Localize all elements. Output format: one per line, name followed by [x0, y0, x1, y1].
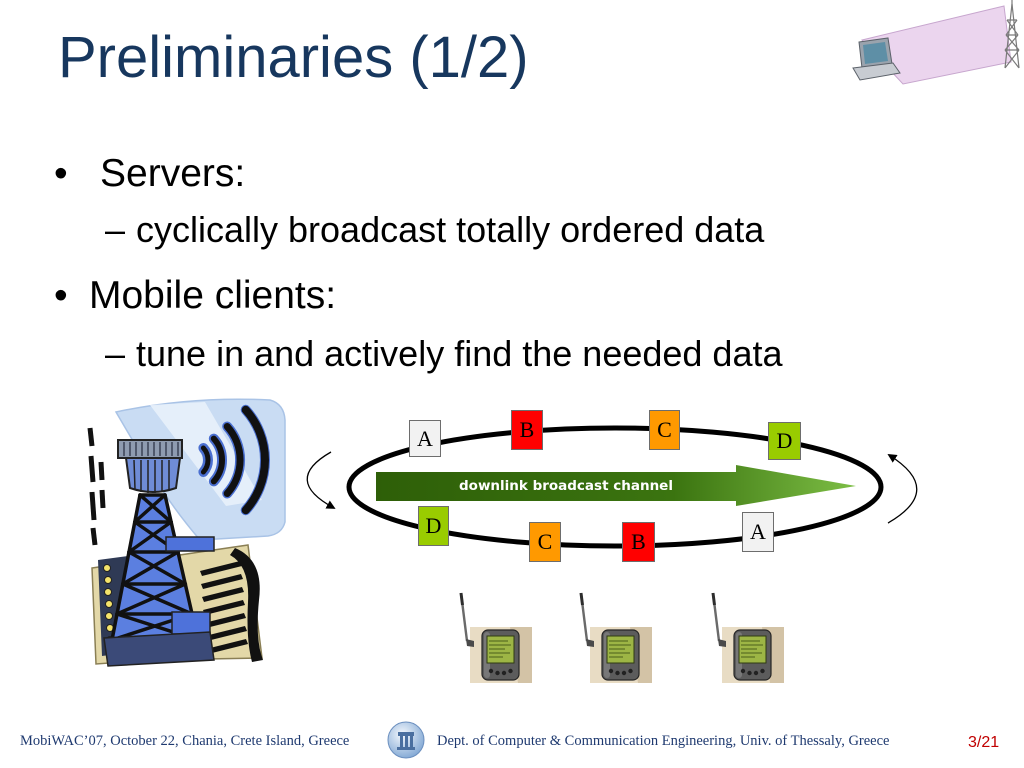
rotation-arrow-right: [887, 454, 918, 524]
antenna-head: [117, 439, 183, 493]
channel-label: downlink broadcast channel: [459, 478, 673, 494]
pda-icon: [459, 591, 533, 683]
subbullet-marker: –: [105, 209, 126, 250]
packet-label: D: [776, 428, 793, 453]
laptop-icon: [852, 37, 901, 81]
packet-box: D: [768, 422, 801, 460]
pda-icon: [579, 591, 653, 683]
packet-box: C: [649, 410, 680, 450]
mobile-clients: [459, 591, 785, 683]
ground-edge: [230, 548, 263, 662]
packet-label: C: [537, 529, 553, 554]
packet-label: B: [631, 529, 646, 554]
slide-title: Preliminaries (1/2): [58, 25, 529, 90]
laptop-keyboard: [852, 62, 901, 81]
small-tower-icon: [1004, 0, 1020, 69]
footer-department: Dept. of Computer & Communication Engine…: [437, 733, 890, 749]
rotation-arrow-left: [306, 451, 336, 509]
packet-label: D: [425, 513, 442, 538]
dashed-lines: [87, 427, 106, 546]
university-logo-icon: [387, 721, 425, 759]
laptop-wireless-tower-icon: [852, 0, 1020, 85]
subbullet-marker: –: [105, 333, 126, 374]
bullet-marker: •: [54, 274, 68, 317]
packet-label: C: [657, 417, 672, 442]
bullet-marker: •: [54, 152, 68, 195]
wireless-beam: [861, 5, 1012, 85]
packet-box: D: [418, 506, 449, 546]
ground-stripes: [200, 561, 248, 654]
subbullet-mobile-clients: tune in and actively find the needed dat…: [136, 333, 783, 374]
tower-base: [103, 631, 215, 667]
packet-box: B: [622, 522, 655, 562]
packet-label: B: [519, 417, 535, 442]
bullet-servers: Servers:: [100, 152, 246, 195]
panel-lights: [103, 564, 114, 644]
sky-backdrop: [114, 398, 286, 541]
packet-box: B: [511, 410, 543, 450]
ground-base: [91, 544, 263, 665]
page-number: 3/21: [968, 734, 1000, 751]
footer-conference: MobiWAC’07, October 22, Chania, Crete Is…: [20, 733, 350, 749]
side-panel: [98, 556, 132, 656]
sky-highlight: [150, 402, 262, 506]
tower-equipment: [171, 611, 211, 635]
subbullet-servers: cyclically broadcast totally ordered dat…: [136, 209, 765, 250]
tower-platform: [165, 536, 215, 552]
pda-icon: [711, 591, 785, 683]
radio-waves-halo: [198, 404, 270, 516]
radio-waves: [200, 405, 269, 515]
packet-box: A: [742, 512, 774, 552]
packet-label: A: [417, 425, 433, 451]
tower-lattice: [103, 493, 215, 667]
packet-box: C: [529, 522, 561, 562]
bullet-mobile-clients: Mobile clients:: [89, 274, 337, 317]
packet-box: A: [409, 420, 441, 457]
laptop-lid: [858, 37, 893, 69]
laptop-screen: [863, 42, 888, 64]
broadcast-tower-icon: [87, 398, 286, 667]
packet-label: A: [750, 519, 766, 544]
